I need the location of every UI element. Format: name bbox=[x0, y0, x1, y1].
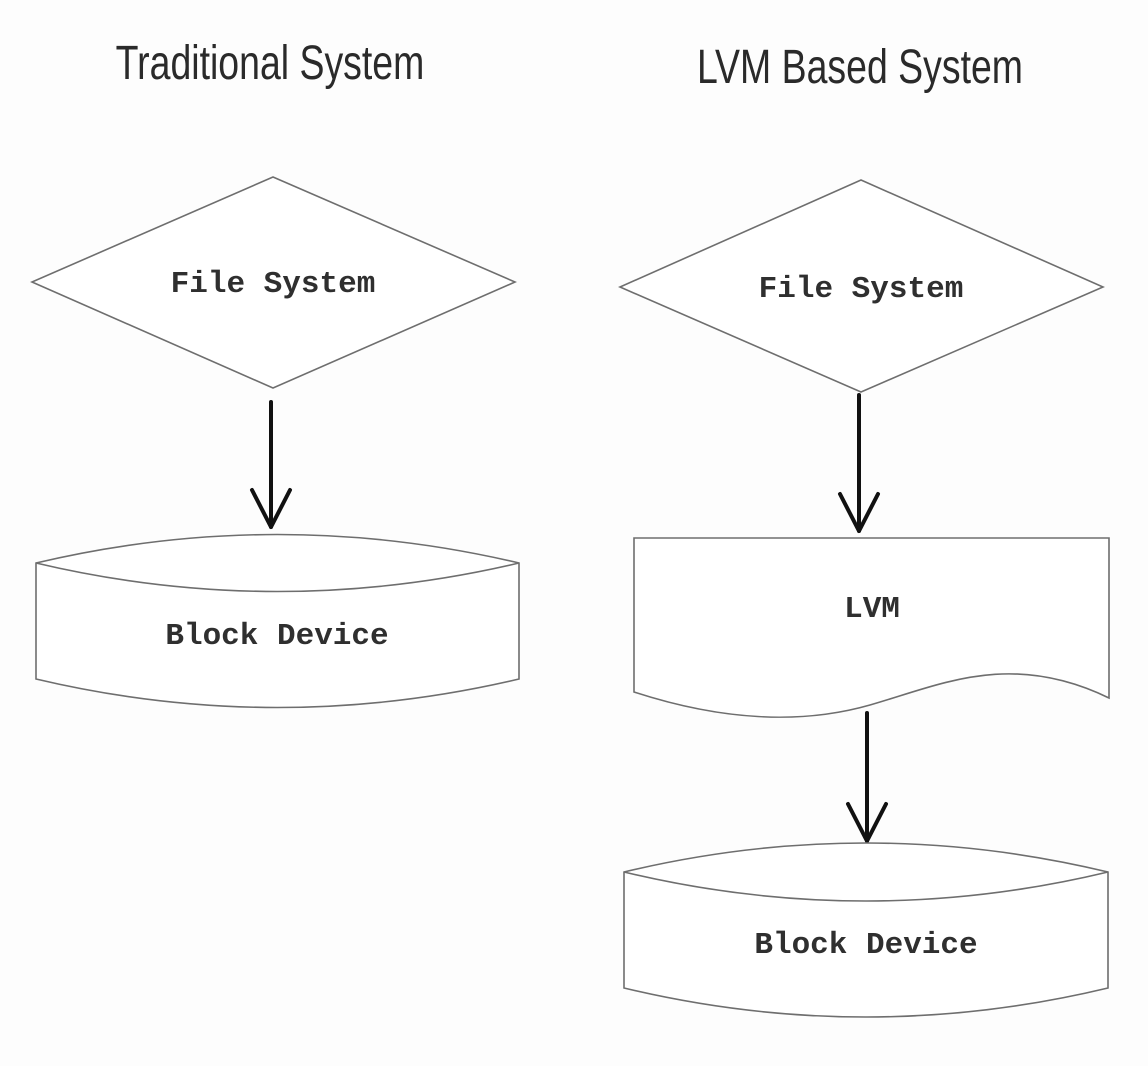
traditional-block-device-label: Block Device bbox=[165, 619, 388, 654]
lvm-arrow-lower bbox=[846, 711, 888, 843]
lvm-arrow-upper bbox=[838, 393, 880, 533]
lvm-arrow-lower-head bbox=[846, 802, 888, 843]
traditional-arrow-head bbox=[250, 488, 292, 529]
traditional-block-device-shape bbox=[35, 533, 520, 709]
lvm-block-device-inner-curve bbox=[623, 871, 1109, 902]
lvm-block-device-shape bbox=[623, 842, 1109, 1018]
traditional-file-system-label: File System bbox=[171, 267, 376, 302]
lvm-label: LVM bbox=[844, 592, 900, 627]
lvm-file-system-node: File System bbox=[618, 179, 1105, 393]
traditional-file-system-diamond bbox=[30, 176, 518, 389]
traditional-system-title: Traditional System bbox=[115, 37, 425, 90]
traditional-block-device-node: Block Device bbox=[35, 533, 520, 709]
lvm-file-system-label: File System bbox=[759, 272, 964, 307]
lvm-system-title: LVM Based System bbox=[697, 41, 1023, 94]
traditional-block-device-inner-curve bbox=[35, 562, 520, 593]
lvm-block-device-node: Block Device bbox=[623, 842, 1109, 1018]
lvm-document-shape bbox=[633, 537, 1110, 718]
lvm-arrow-upper-head bbox=[838, 492, 880, 533]
lvm-block-device-label: Block Device bbox=[754, 928, 977, 963]
lvm-node: LVM bbox=[633, 537, 1110, 718]
traditional-arrow bbox=[250, 400, 292, 529]
lvm-file-system-diamond bbox=[618, 179, 1105, 393]
traditional-file-system-node: File System bbox=[30, 176, 518, 389]
